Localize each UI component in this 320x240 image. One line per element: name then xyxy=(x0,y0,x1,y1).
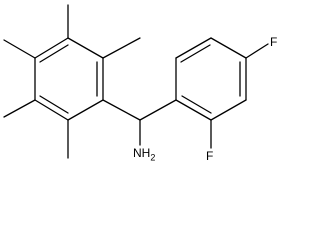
bond xyxy=(39,44,69,63)
bond xyxy=(175,37,212,59)
bond xyxy=(67,99,104,121)
bond xyxy=(139,99,177,121)
structure-diagram: F F NH2 xyxy=(3,4,278,163)
methyl-bond xyxy=(3,39,36,59)
fluorine-bond xyxy=(245,43,269,59)
amine-label: NH2 xyxy=(133,146,156,163)
methyl-bond xyxy=(3,99,36,118)
bond xyxy=(67,37,104,59)
bond xyxy=(175,99,212,121)
bond xyxy=(34,37,69,59)
bond xyxy=(210,99,247,121)
fluorine-label-bottom: F xyxy=(206,149,214,163)
bond xyxy=(181,95,212,114)
bond xyxy=(102,99,141,121)
bond xyxy=(39,95,69,114)
bond xyxy=(210,37,247,59)
methyl-bond xyxy=(102,37,141,59)
bond-layer xyxy=(3,4,269,159)
bond xyxy=(34,99,69,121)
fluorine-label-top: F xyxy=(270,35,278,49)
bond xyxy=(180,44,211,63)
